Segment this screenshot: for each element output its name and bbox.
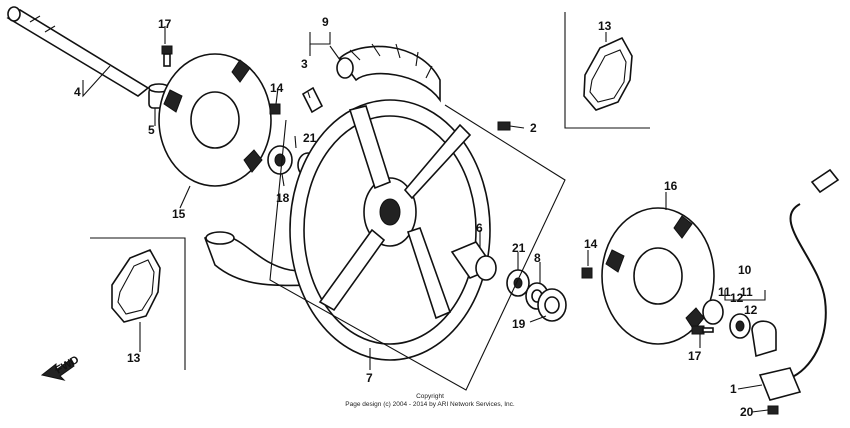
callout-17: 17 <box>158 17 172 31</box>
copyright-line1: Copyright <box>416 393 444 400</box>
right-brake-disc[interactable] <box>601 207 715 345</box>
callout-20: 20 <box>740 405 754 419</box>
callout-8: 8 <box>534 251 541 265</box>
fwd-label: FWD <box>54 354 82 377</box>
callout-14: 14 <box>270 81 284 95</box>
copyright: Copyright Page design (c) 2004 - 2014 by… <box>345 393 515 408</box>
speedo-gearbox[interactable] <box>751 320 777 358</box>
left-bearing[interactable] <box>267 145 293 175</box>
callout-11a: 11 <box>718 285 731 299</box>
callout-17-right: 17 <box>688 349 702 363</box>
callout-21-right: 21 <box>512 241 526 255</box>
callout-6: 6 <box>476 221 483 235</box>
distance-collar[interactable] <box>450 241 497 281</box>
right-bearing[interactable] <box>506 269 530 297</box>
gasket-bottom[interactable] <box>111 248 161 323</box>
callout-12b: 12 <box>744 303 758 317</box>
front-axle[interactable] <box>6 6 150 97</box>
callouts: 9 17 4 5 3 14 21 18 15 2 13 13 6 21 8 19… <box>74 15 758 419</box>
callout-21: 21 <box>303 131 317 145</box>
gasket-top[interactable] <box>583 36 633 111</box>
callout-10: 10 <box>738 263 752 277</box>
disc-bolt-bottom[interactable] <box>691 325 714 335</box>
callout-13-bottom: 13 <box>127 351 141 365</box>
callout-14-right: 14 <box>584 237 598 251</box>
callout-11b: 11 <box>740 285 753 299</box>
callout-9: 9 <box>322 15 329 29</box>
callout-1: 1 <box>730 382 737 396</box>
callout-5: 5 <box>148 123 155 137</box>
callout-4: 4 <box>74 85 81 99</box>
disc-nut-left[interactable] <box>269 103 281 115</box>
speedo-gear-retainer[interactable] <box>702 299 724 325</box>
valve-clip[interactable] <box>497 121 511 131</box>
left-brake-disc[interactable] <box>158 53 272 187</box>
callout-13-top: 13 <box>598 19 612 33</box>
speedo-gear-seal[interactable] <box>729 313 751 339</box>
tire-valve[interactable] <box>301 86 324 114</box>
front-wheel[interactable] <box>289 99 491 361</box>
disc-nut-right[interactable] <box>581 267 593 279</box>
callout-3: 3 <box>301 57 308 71</box>
cable-screw[interactable] <box>767 405 779 415</box>
group-lines <box>82 12 769 413</box>
disc-bolt-top[interactable] <box>161 45 173 67</box>
callout-19: 19 <box>512 317 526 331</box>
dust-ring[interactable] <box>537 288 567 322</box>
callout-15: 15 <box>172 207 186 221</box>
front-tire[interactable] <box>336 43 441 103</box>
callout-18: 18 <box>276 191 290 205</box>
copyright-line2: Page design (c) 2004 - 2014 by ARI Netwo… <box>345 401 515 408</box>
callout-2: 2 <box>530 121 537 135</box>
callout-12a: 12 <box>730 291 744 305</box>
speedometer-cable[interactable] <box>758 168 840 401</box>
callout-16: 16 <box>664 179 678 193</box>
callout-7: 7 <box>366 371 373 385</box>
fwd-arrow: FWD <box>40 354 82 381</box>
